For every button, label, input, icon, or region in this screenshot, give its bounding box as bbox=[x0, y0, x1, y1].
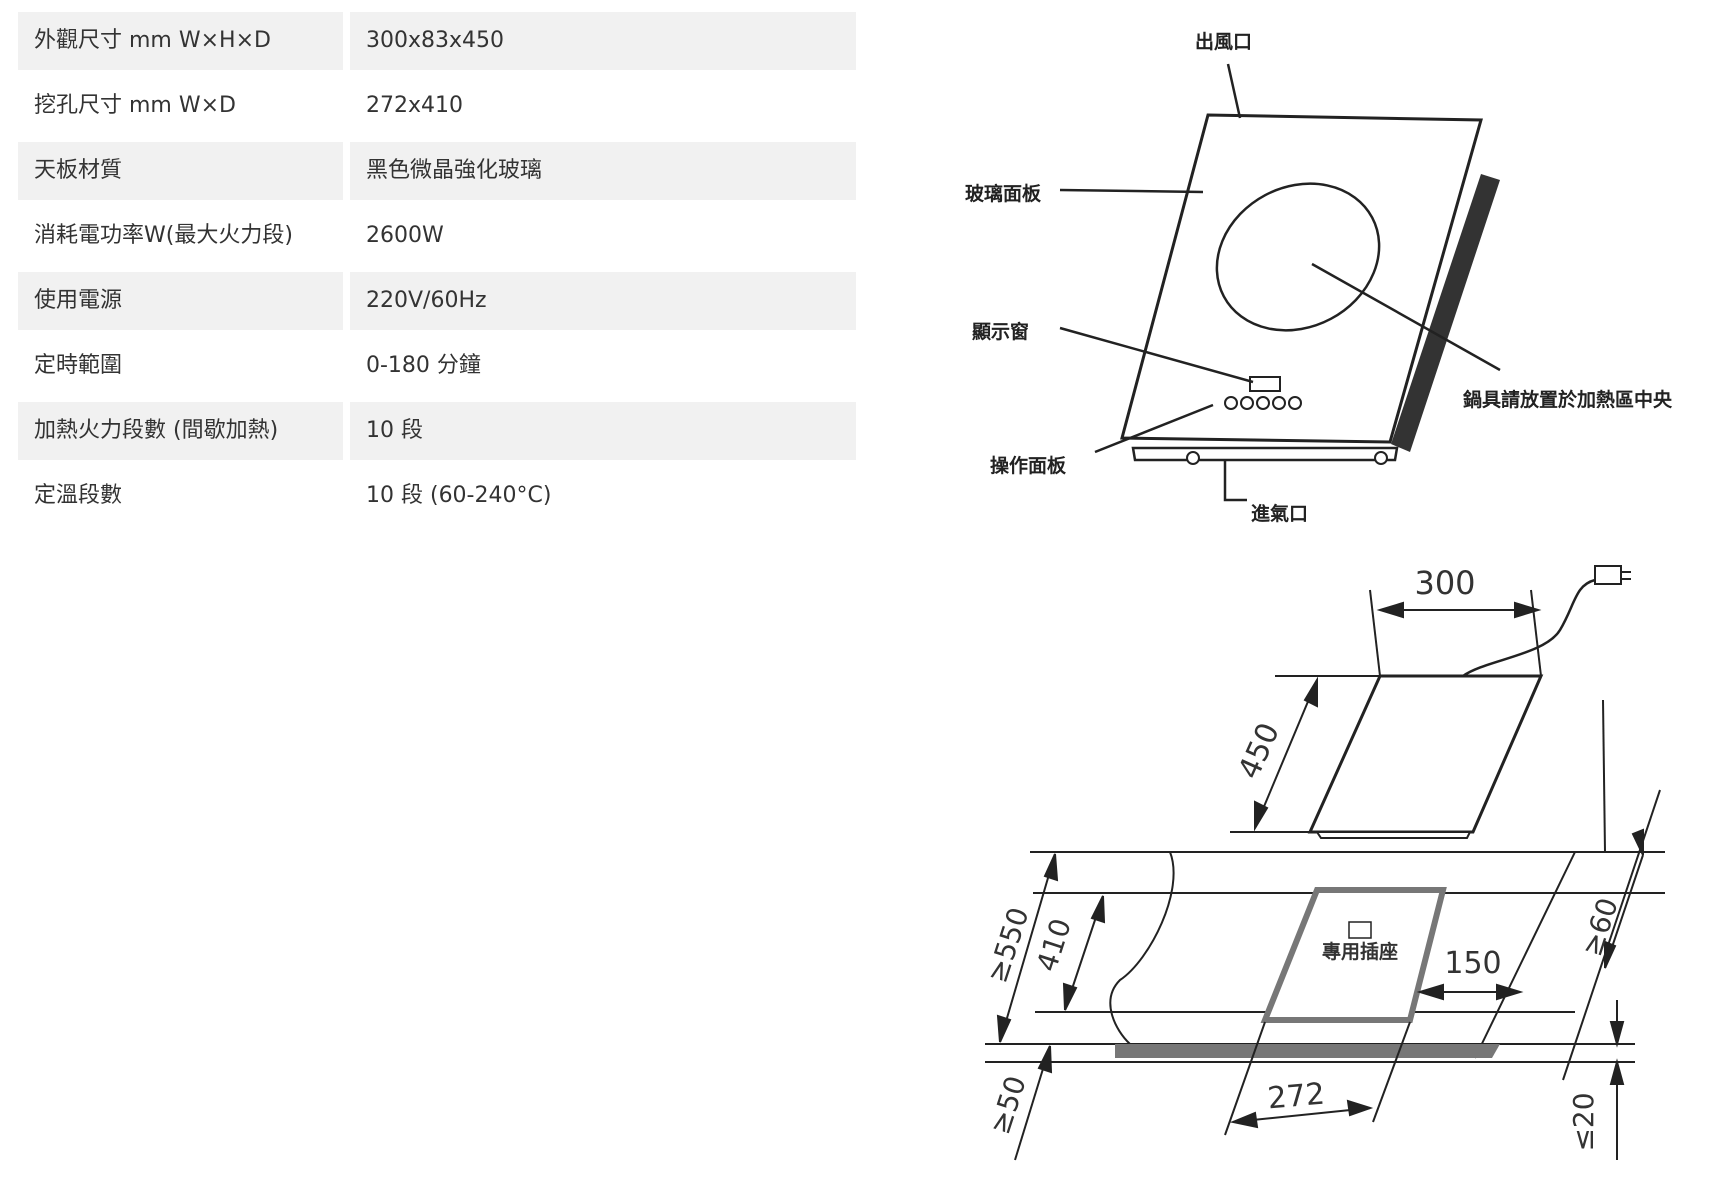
dim-socket-gap-label: 150 bbox=[1444, 946, 1501, 981]
display-window bbox=[1249, 376, 1281, 392]
socket-label: 專用插座 bbox=[1322, 940, 1398, 963]
spec-label: 使用電源 bbox=[18, 272, 350, 337]
spec-row: 天板材質黑色微晶強化玻璃 bbox=[18, 142, 856, 207]
dim-depth-450 bbox=[1230, 675, 1380, 833]
parts-diagram-svg: 出風口 玻璃面板 顯示窗 鍋具請放置於加熱區中央 操作面板 進氣口 bbox=[965, 30, 1673, 525]
spec-value: 10 段 bbox=[350, 402, 856, 467]
dim-socket-gap-150 bbox=[1416, 983, 1524, 1001]
spec-value: 2600W bbox=[350, 207, 856, 272]
countertop-edge bbox=[1115, 1044, 1500, 1058]
spec-value: 0-180 分鐘 bbox=[350, 337, 856, 402]
spec-value: 220V/60Hz bbox=[350, 272, 856, 337]
dim-cutout-depth-410 bbox=[1062, 895, 1106, 1011]
power-cord bbox=[1462, 578, 1596, 678]
spec-row: 消耗電功率W(最大火力段)2600W bbox=[18, 207, 856, 272]
power-plug-icon bbox=[1594, 565, 1622, 585]
dim-min-depth-550 bbox=[996, 853, 1059, 1043]
label-glass-panel: 玻璃面板 bbox=[965, 182, 1042, 205]
dim-cutout-width-label: 272 bbox=[1266, 1077, 1326, 1117]
installation-diagram: 300 450 專用插座 bbox=[975, 560, 1695, 1180]
cooktop-base bbox=[1131, 446, 1399, 462]
spec-value: 300x83x450 bbox=[350, 12, 856, 77]
cooktop-base-strip bbox=[1315, 831, 1472, 839]
spec-label: 挖孔尺寸 mm W×D bbox=[18, 77, 350, 142]
label-exhaust: 出風口 bbox=[1195, 30, 1252, 53]
spec-label: 加熱火力段數 (間歇加熱) bbox=[18, 402, 350, 467]
label-intake: 進氣口 bbox=[1251, 502, 1308, 525]
spec-value: 272x410 bbox=[350, 77, 856, 142]
dim-width-label: 300 bbox=[1414, 564, 1475, 602]
spec-value: 10 段 (60-240°C) bbox=[350, 467, 856, 532]
cooktop-side bbox=[1391, 174, 1500, 452]
label-display: 顯示窗 bbox=[972, 320, 1029, 343]
socket-icon bbox=[1348, 921, 1372, 939]
cutout-outline bbox=[1260, 887, 1447, 1023]
spec-row: 加熱火力段數 (間歇加熱)10 段 bbox=[18, 402, 856, 467]
label-pot-center: 鍋具請放置於加熱區中央 bbox=[1463, 388, 1673, 411]
dim-front-50 bbox=[1014, 1045, 1053, 1161]
dim-bottom-label: ≤20 bbox=[1567, 1092, 1600, 1151]
label-control-panel: 操作面板 bbox=[990, 454, 1067, 477]
leader-lines bbox=[1059, 63, 1501, 502]
dim-depth-label: 450 bbox=[1232, 718, 1287, 785]
dim-width-300 bbox=[1369, 589, 1542, 677]
dim-cutout-depth-label: 410 bbox=[1030, 915, 1078, 976]
installation-diagram-svg: 300 450 專用插座 bbox=[980, 564, 1665, 1161]
spec-value: 黑色微晶強化玻璃 bbox=[350, 142, 856, 207]
heating-zone-ring bbox=[1215, 182, 1381, 332]
control-buttons bbox=[1224, 396, 1302, 410]
dim-bottom-20 bbox=[1609, 1000, 1625, 1160]
spec-label: 外觀尺寸 mm W×H×D bbox=[18, 12, 350, 77]
cooktop-foot-left bbox=[1186, 451, 1200, 465]
dim-cutout-width-272 bbox=[1224, 1021, 1411, 1136]
spec-label: 定溫段數 bbox=[18, 467, 350, 532]
parts-diagram: 出風口 玻璃面板 顯示窗 鍋具請放置於加熱區中央 操作面板 進氣口 bbox=[955, 12, 1715, 537]
dim-side-label: ≥60 bbox=[1575, 894, 1625, 960]
spec-label: 定時範圍 bbox=[18, 337, 350, 402]
cooktop-foot-right bbox=[1374, 451, 1388, 465]
cooktop-glass-panel bbox=[1120, 113, 1483, 444]
spec-label: 消耗電功率W(最大火力段) bbox=[18, 207, 350, 272]
dim-min-depth-label: ≥550 bbox=[980, 903, 1035, 986]
spec-label: 天板材質 bbox=[18, 142, 350, 207]
dim-side-60 bbox=[1604, 828, 1644, 969]
cooktop-outline bbox=[1307, 674, 1544, 834]
